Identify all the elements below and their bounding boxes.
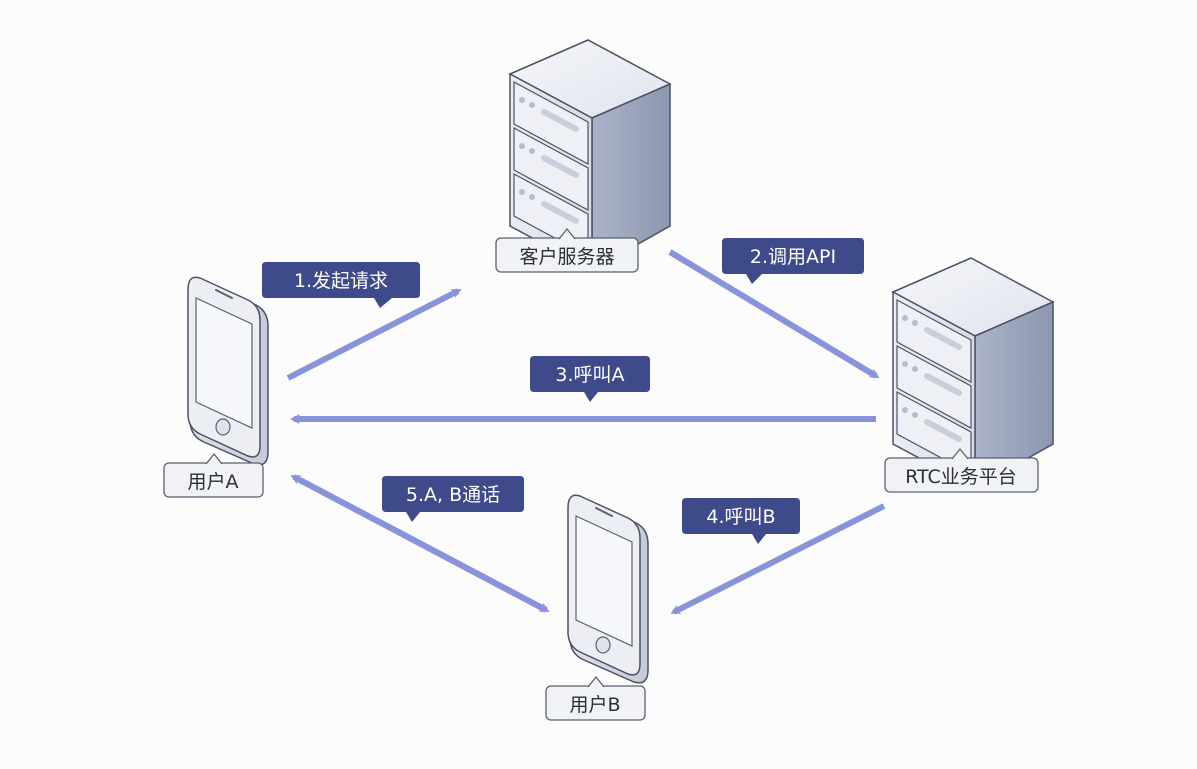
rtc-platform-server-icon [893,258,1053,488]
customer-server-label: 客户服务器 [519,246,614,268]
step-1-label: 1.发起请求 [294,270,388,292]
step-callout-1: 1.发起请求 [262,262,420,308]
arrow-step-4 [670,503,886,615]
user-b-label: 用户B [569,694,620,716]
step-2-label: 2.调用API [750,246,836,268]
user-b-label-box: 用户B [545,675,646,721]
step-callout-2: 2.调用API [722,238,864,284]
user-a-label: 用户A [188,471,239,493]
customer-server-icon [510,40,670,270]
step-callout-3: 3.呼叫A [530,356,650,402]
rtc-platform-label: RTC业务平台 [905,466,1017,488]
user-b-phone-icon [567,494,649,684]
customer-server-label-box: 客户服务器 [495,227,639,273]
arrow-step-1 [286,288,462,381]
step-callout-5: 5.A, B通话 [382,476,524,522]
user-a-phone-icon [187,276,269,466]
step-5-label: 5.A, B通话 [406,484,500,506]
step-callout-4: 4.呼叫B [682,498,800,544]
rtc-platform-label-box: RTC业务平台 [884,447,1039,493]
arrow-step-5-reverse [290,474,548,613]
step-3-label: 3.呼叫A [555,364,624,386]
arrow-step-2 [668,249,880,379]
user-a-label-box: 用户A [163,452,264,498]
flow-arrows [286,249,886,615]
step-4-label: 4.呼叫B [706,506,775,528]
